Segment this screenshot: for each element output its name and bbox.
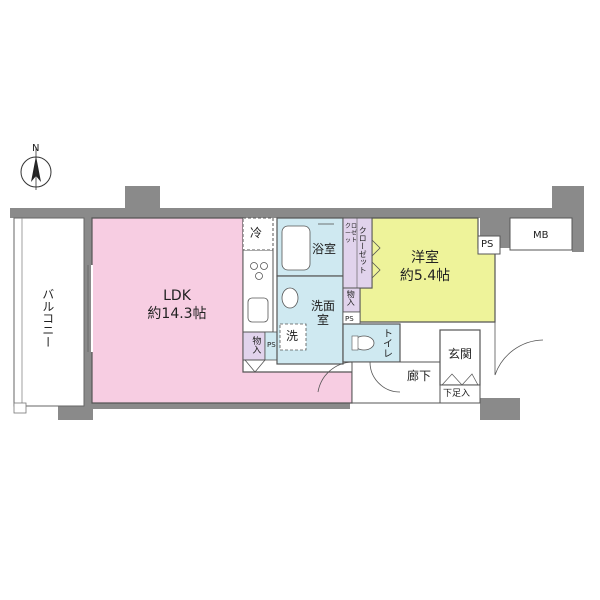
mb-label: MB — [533, 230, 549, 241]
shoe-storage-box — [439, 384, 481, 404]
western-size: 約5.4帖 — [399, 268, 451, 284]
ps-box-main — [477, 235, 501, 255]
balcony-area — [13, 217, 85, 407]
north-arrow-icon — [20, 147, 52, 190]
wash-storage-label: 物入 — [346, 290, 356, 306]
bath-label: 浴室 — [312, 242, 337, 256]
kitchen-counter — [242, 249, 274, 333]
closet-small — [342, 217, 373, 289]
corridor-label: 廊下 — [407, 369, 432, 383]
ldk-size: 約14.3帖 — [147, 306, 207, 322]
fridge-label: 冷 — [250, 226, 263, 240]
washer-label: 洗 — [286, 329, 299, 343]
kitchen-storage-label: 物入 — [250, 336, 261, 354]
fridge-space — [242, 217, 274, 251]
balcony-label: バルコニー — [40, 288, 55, 348]
compass-label: N — [32, 143, 40, 154]
ps-small-2-label: PS — [345, 315, 354, 323]
ps-main-label: PS — [481, 239, 494, 250]
western-name: 洋室 — [411, 250, 439, 266]
ldk-name: LDK — [163, 288, 191, 304]
closet-small-label: クローゼット — [344, 223, 357, 244]
toilet-label: トイレ — [380, 328, 392, 358]
washroom-label: 洗面室 — [310, 299, 335, 327]
entrance-label: 玄関 — [448, 347, 473, 361]
ps-small-1-label: PS — [267, 341, 276, 349]
closet-label: クローゼット — [358, 226, 368, 274]
shoe-storage-label: 下足入 — [443, 389, 471, 399]
mb-box — [509, 217, 573, 251]
